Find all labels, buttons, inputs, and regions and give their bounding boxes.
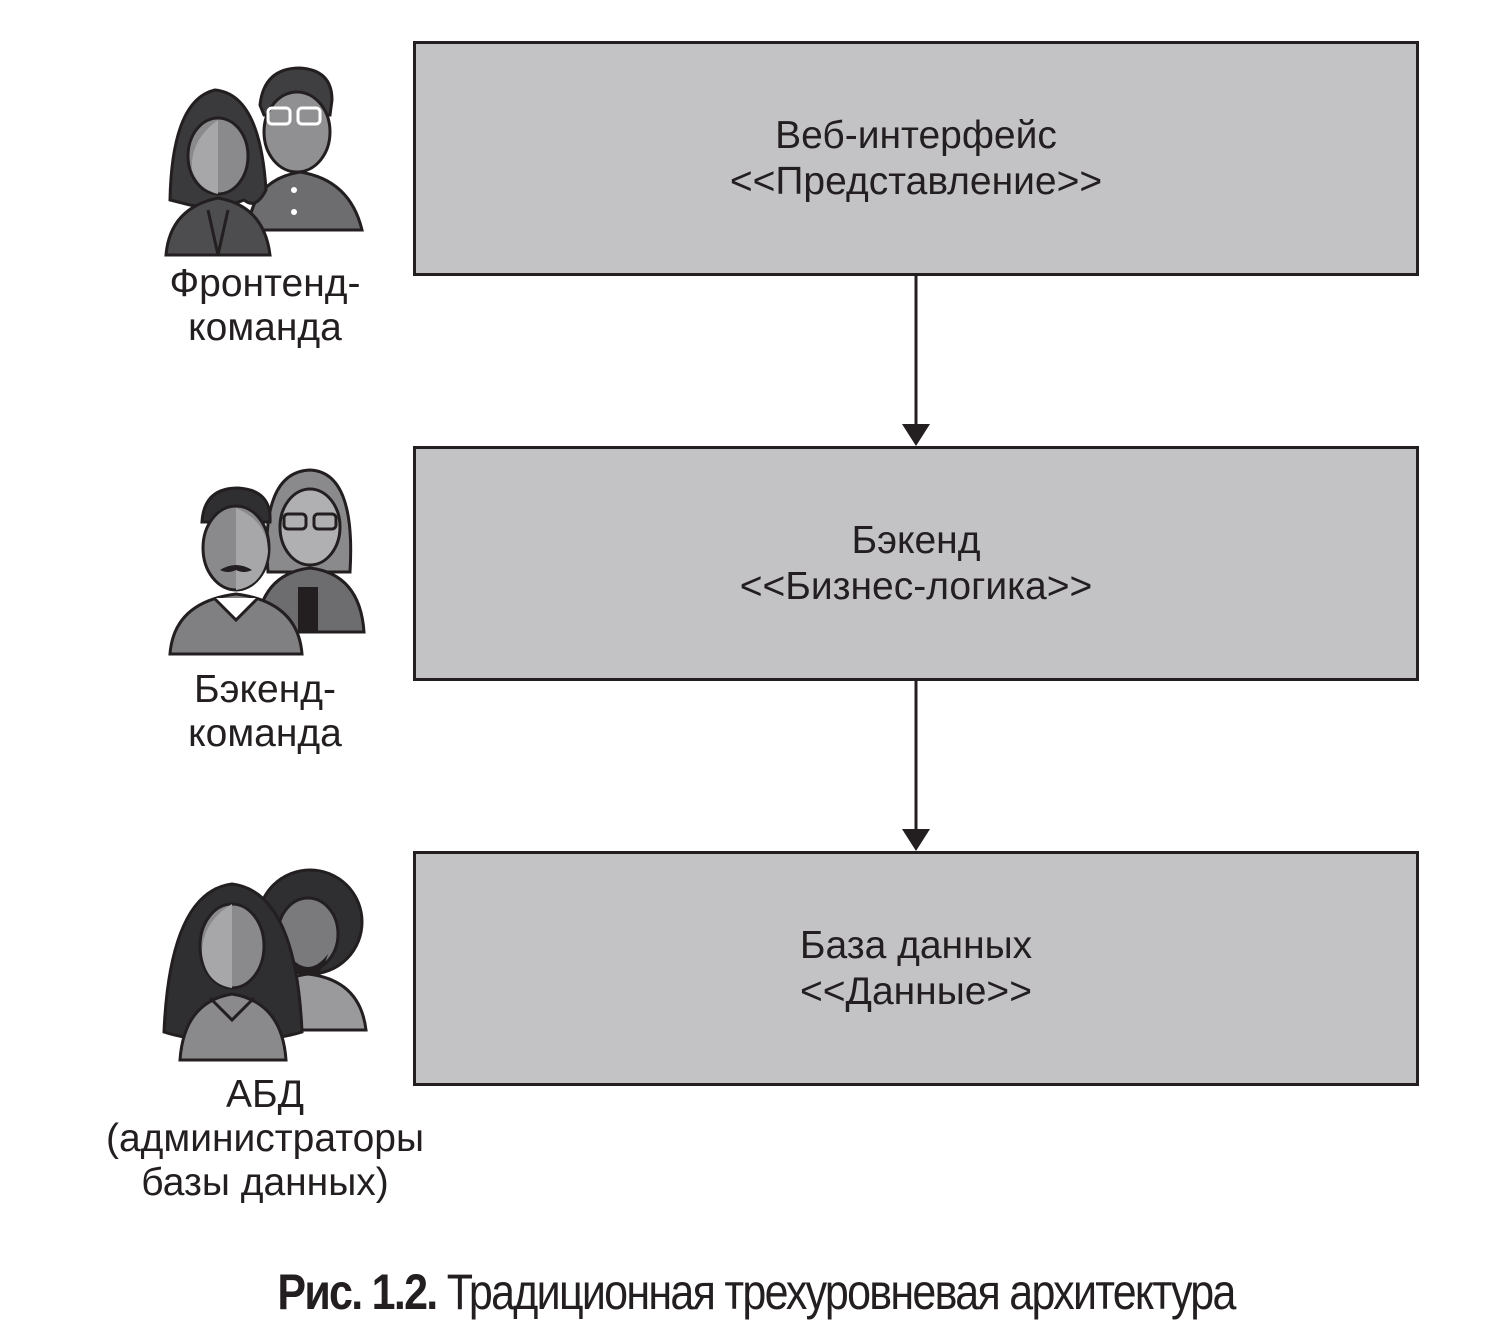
web-interface-title: Веб-интерфейс <box>775 113 1057 157</box>
person-man-mustache <box>168 486 304 656</box>
frontend-team-label: Фронтенд- команда <box>140 262 390 350</box>
backend-title: Бэкенд <box>851 518 981 562</box>
database-box: База данных <<Данные>> <box>413 851 1419 1086</box>
database-title: База данных <box>799 923 1033 967</box>
frontend-team-line1: Фронтенд- <box>169 262 361 305</box>
frontend-team-line2: команда <box>188 306 342 349</box>
backend-team-line1: Бэкенд- <box>194 668 336 711</box>
caption-text: Традиционная трехуровневая архитектура <box>446 1264 1237 1320</box>
dba-team-line1: АБД <box>225 1073 305 1116</box>
dba-team-line3: базы данных) <box>141 1161 389 1204</box>
dba-team-label: АБД (администраторы базы данных) <box>70 1073 460 1205</box>
person-man-glasses <box>246 66 364 232</box>
dba-team-icon <box>162 868 368 1062</box>
web-interface-stereotype: <<Представление>> <box>729 159 1103 203</box>
person-woman-longhair <box>162 882 304 1062</box>
web-interface-box: Веб-интерфейс <<Представление>> <box>413 41 1419 276</box>
backend-team-icon <box>168 468 366 656</box>
backend-stereotype: <<Бизнес-логика>> <box>739 564 1093 608</box>
backend-box: Бэкенд <<Бизнес-логика>> <box>413 446 1419 681</box>
dba-team-line2: (администраторы <box>105 1117 425 1160</box>
database-stereotype: <<Данные>> <box>799 969 1032 1013</box>
arrow-web-to-backend <box>902 276 930 446</box>
person-woman-curly <box>164 88 272 257</box>
backend-team-label: Бэкенд- команда <box>140 668 390 756</box>
person-woman-glasses <box>254 468 366 634</box>
backend-team-line2: команда <box>188 712 342 755</box>
figure-caption: Рис. 1.2. Традиционная трехуровневая арх… <box>106 1262 1406 1322</box>
arrow-backend-to-database <box>902 681 930 851</box>
caption-label: Рис. 1.2. <box>277 1264 438 1320</box>
frontend-team-icon <box>164 66 364 257</box>
